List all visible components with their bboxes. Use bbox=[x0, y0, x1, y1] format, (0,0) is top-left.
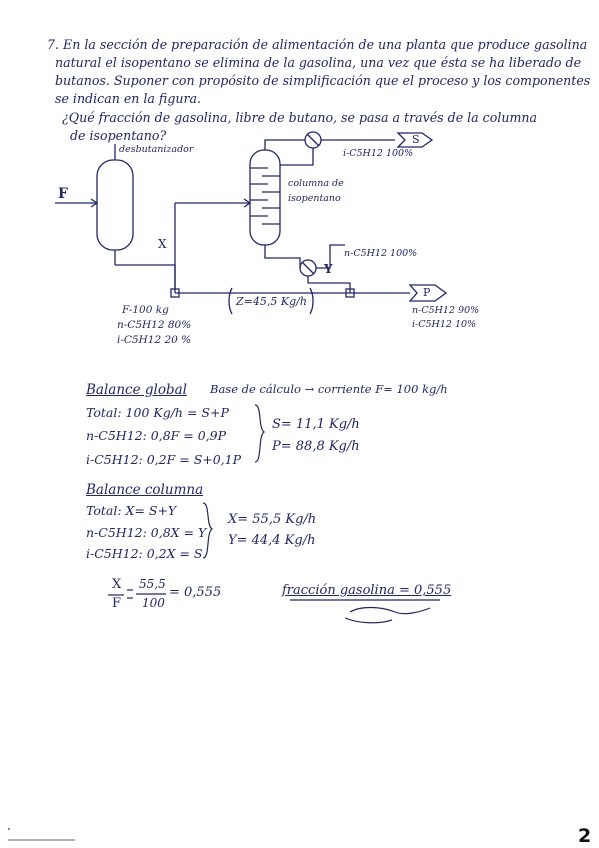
f-composition-1: n-C5H12 80% bbox=[117, 319, 192, 331]
fraction-result: fracción gasolina = 0,555 bbox=[282, 583, 452, 598]
p-result: P= 88,8 Kg/h bbox=[272, 439, 360, 454]
p-composition-1: n-C5H12 90% bbox=[412, 305, 480, 316]
question-line-1: ¿Qué fracción de gasolina, libre de buta… bbox=[62, 110, 538, 125]
column-balance-title: Balance columna bbox=[86, 482, 204, 498]
ratio-den-value: 100 bbox=[142, 596, 165, 610]
f-composition-2: i-C5H12 20 % bbox=[117, 334, 192, 346]
page-number: 2 bbox=[578, 825, 592, 847]
x-label: X bbox=[158, 237, 167, 251]
global-i-eq: i-C5H12: 0,2F = S+0,1P bbox=[86, 452, 242, 467]
question-line-2: de isopentano? bbox=[70, 128, 167, 143]
s-composition: i-C5H12 100% bbox=[343, 148, 414, 159]
z-label: Z=45,5 Kg/h bbox=[236, 295, 307, 308]
column-trays bbox=[250, 167, 280, 225]
p-label: P bbox=[423, 286, 431, 299]
y-result: Y= 44,4 Kg/h bbox=[228, 533, 316, 548]
s-result: S= 11,1 Kg/h bbox=[272, 417, 360, 432]
f-flow: F-100 kg bbox=[122, 304, 169, 316]
feed-label: F bbox=[58, 186, 68, 202]
problem-line-3: butanos. Suponer con propósito de simpli… bbox=[55, 73, 591, 88]
ratio-num-value: 55,5 bbox=[139, 577, 166, 591]
global-balance-title: Balance global bbox=[86, 382, 187, 398]
n-pentane-label: n-C5H12 100% bbox=[344, 248, 418, 259]
problem-text-1: En la sección de preparación de alimenta… bbox=[63, 37, 588, 52]
problem-line-4: se indican en la figura. bbox=[55, 91, 202, 106]
debutanizer-label: desbutanizador bbox=[119, 144, 194, 155]
s-outlet-arrow bbox=[396, 132, 434, 148]
column-i-eq: i-C5H12: 0,2X = S bbox=[86, 546, 203, 561]
column-label-2: isopentano bbox=[288, 193, 341, 204]
global-n-eq: n-C5H12: 0,8F = 0,9P bbox=[86, 428, 227, 443]
problem-line-2: natural el isopentano se elimina de la g… bbox=[55, 55, 582, 70]
p-outlet-arrow bbox=[408, 284, 448, 302]
y-label: Y bbox=[324, 262, 333, 276]
x-result: X= 55,5 Kg/h bbox=[228, 512, 317, 527]
p-composition-2: i-C5H12 10% bbox=[412, 319, 477, 330]
ratio-denominator: F bbox=[112, 596, 122, 611]
problem-number: 7. bbox=[47, 37, 60, 52]
problem-line-1: 7. En la sección de preparación de alime… bbox=[47, 36, 587, 54]
column-label-1: columna de bbox=[288, 178, 344, 189]
column-n-eq: n-C5H12: 0,8X = Y bbox=[86, 525, 207, 540]
column-total-eq: Total: X= S+Y bbox=[86, 503, 177, 518]
calculation-basis: Base de cálculo → corriente F= 100 kg/h bbox=[210, 382, 448, 396]
global-total-eq: Total: 100 Kg/h = S+P bbox=[86, 405, 229, 420]
ratio-numerator: X bbox=[112, 577, 122, 592]
s-label: S bbox=[412, 133, 420, 146]
ratio-result: = 0,555 bbox=[169, 585, 222, 600]
